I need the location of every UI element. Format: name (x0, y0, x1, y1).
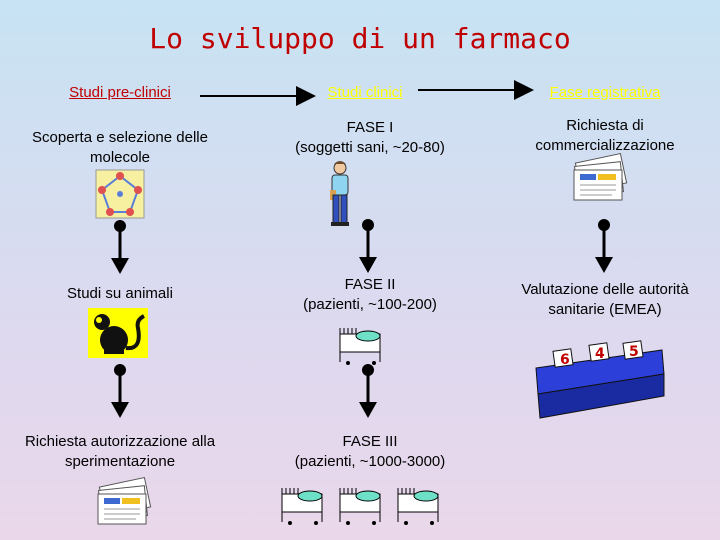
preclinical-authorization: Richiesta autorizzazione alla sperimenta… (24, 433, 216, 470)
phase3-name: FASE III (342, 433, 398, 450)
score-card-3: 5 (629, 344, 639, 360)
phase3-block: FASE III (pazienti, ~1000-3000) (255, 432, 485, 472)
preclinical-discovery: Scoperta e selezione delle molecole (32, 129, 208, 166)
person-icon (330, 161, 349, 226)
down-arrow-icon (357, 217, 379, 275)
documents-icon (97, 477, 152, 525)
down-arrow-icon (357, 362, 379, 420)
header-clinical: Studi clinici (327, 84, 403, 101)
phase3-desc: (pazienti, ~1000-3000) (294, 453, 446, 470)
page-title: Lo sviluppo di un farmaco (149, 22, 571, 55)
hospital-bed-icon (281, 487, 323, 526)
down-arrow-icon (109, 362, 131, 420)
header-preclinical: Studi pre-clinici (69, 84, 171, 101)
header-registration: Fase registrativa (549, 84, 661, 101)
phase2-name: FASE II (344, 276, 396, 293)
registration-request: Richiesta di commercializzazione (535, 117, 675, 154)
documents-icon (573, 153, 628, 201)
phase2-desc: (pazienti, ~100-200) (303, 296, 437, 313)
score-card-1: 6 (560, 352, 570, 368)
phase1-block: FASE I (soggetti sani, ~20-80) (255, 118, 485, 158)
molecule-icon (95, 169, 145, 219)
down-arrow-icon (593, 217, 615, 275)
hospital-bed-icon (339, 487, 381, 526)
preclinical-animal-studies: Studi su animali (67, 285, 173, 302)
registration-evaluation: Valutazione delle autorità sanitarie (EM… (521, 281, 689, 318)
score-card-2: 4 (595, 346, 605, 362)
hospital-bed-icon (339, 327, 381, 366)
phase1-desc: (soggetti sani, ~20-80) (295, 139, 445, 156)
phase1-name: FASE I (346, 119, 394, 136)
mouse-icon (88, 308, 148, 358)
evaluation-table-icon: 6 4 5 (535, 340, 665, 419)
phase2-block: FASE II (pazienti, ~100-200) (255, 275, 485, 315)
down-arrow-icon (109, 218, 131, 276)
hospital-bed-icon (397, 487, 439, 526)
